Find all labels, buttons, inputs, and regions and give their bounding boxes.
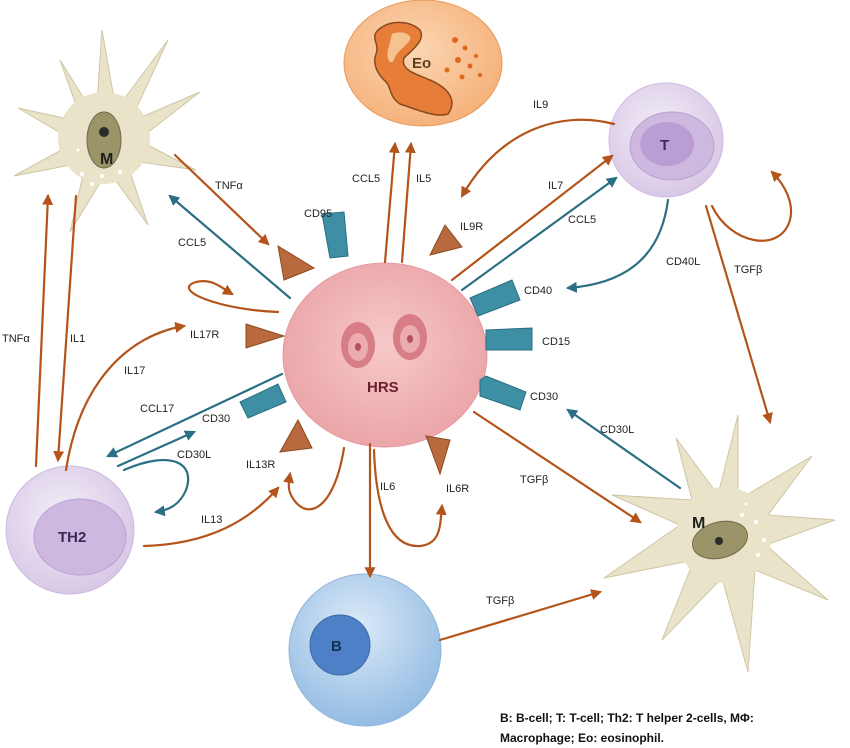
hrs-cell: HRS	[282, 262, 488, 448]
label-cd40l: CD40L	[666, 256, 700, 268]
eosinophil-label: Eo	[412, 55, 431, 72]
th2-label: TH2	[58, 529, 86, 546]
receptor-cd40: CD40	[469, 279, 552, 317]
arrow-cd30l-th2-to-hrs	[116, 430, 197, 468]
arrow-il9-t-to-hrs	[460, 118, 616, 198]
receptor-il13r: IL13R	[246, 418, 313, 471]
receptor-cd40-label: CD40	[524, 285, 552, 297]
receptor-cd15-label: CD15	[542, 336, 570, 348]
arrow-il13-autocrine	[283, 446, 346, 511]
arrow-tnfa-th2-to-m	[34, 193, 54, 468]
receptor-cd30-left: CD30	[202, 383, 287, 425]
receptor-il9r: IL9R	[429, 221, 483, 256]
eosinophil-cell: Eo	[343, 0, 503, 127]
arrow-tnfa-m-to-hrs	[173, 153, 270, 246]
receptor-il17r-label: IL17R	[190, 329, 219, 341]
b-cell: B	[288, 573, 442, 727]
arrow-il13-th2-to-hrs	[142, 486, 280, 548]
label-tgfb-b: TGFβ	[486, 595, 514, 607]
macrophage-bottom-right: M	[603, 414, 836, 673]
receptor-il6r: IL6R	[425, 435, 469, 495]
eosinophil-granules	[444, 37, 482, 80]
legend-caption-line1: B: B-cell; T: T-cell; Th2: T helper 2-ce…	[500, 711, 754, 725]
label-il9: IL9	[533, 99, 548, 111]
arrow-tgfb-t-self	[710, 170, 793, 242]
arrow-ccl5-hrs-to-t	[460, 176, 618, 292]
label-ccl5-m: CCL5	[178, 237, 206, 249]
label-il5: IL5	[416, 173, 431, 185]
th2-cell: TH2	[5, 465, 135, 595]
label-il7: IL7	[548, 180, 563, 192]
legend-caption: B: B-cell; T: T-cell; Th2: T helper 2-ce…	[500, 708, 845, 748]
arrow-il17-th2-to-hrs	[64, 322, 187, 472]
macrophage-bottom-label: M	[692, 515, 705, 532]
arrow-t-to-m-bottom	[704, 204, 773, 425]
label-cd30l-left: CD30L	[177, 449, 211, 461]
receptor-cd95-label: CD95	[304, 208, 332, 220]
hrs-release-markers	[277, 244, 316, 281]
label-il6: IL6	[380, 481, 395, 493]
label-il17: IL17	[124, 365, 145, 377]
label-il1: IL1	[70, 333, 85, 345]
macrophage-top-label: M	[100, 151, 113, 168]
label-ccl17: CCL17	[140, 403, 174, 415]
receptor-cd95: CD95	[304, 208, 349, 259]
arrow-ccl5-hrs-to-m	[168, 194, 292, 300]
label-tgfb-hrs: TGFβ	[520, 474, 548, 486]
arrow-cd40l-t-to-hrs	[565, 198, 670, 293]
arrow-tgfb-b-to-m	[438, 589, 603, 642]
arrow-labels: TNFα CCL5 CCL5 IL5 IL9 IL7 CCL5 CD40L TG…	[2, 99, 762, 607]
arrow-il1-m-to-th2	[53, 194, 78, 463]
arrow-ccl17-hrs-to-th2	[106, 372, 284, 458]
arrow-cd30l-th2-loop	[122, 459, 190, 517]
hrs-nucleus-right	[393, 314, 427, 360]
receptor-cd30-right-label: CD30	[530, 391, 558, 403]
label-tnfa-left: TNFα	[2, 333, 30, 345]
t-cell-label: T	[660, 137, 669, 154]
t-cell: T	[608, 82, 724, 198]
label-il13: IL13	[201, 514, 222, 526]
arrow-cd30l-m-to-hrs	[566, 408, 682, 490]
arrow-il7-hrs-to-t	[450, 154, 614, 282]
b-cell-label: B	[331, 638, 342, 655]
receptor-cd30-left-label: CD30	[202, 413, 230, 425]
hrs-label: HRS	[367, 379, 399, 396]
arrow-ccl5-hrs-to-eo	[383, 141, 400, 264]
arrow-tgfb-hrs-to-m	[472, 410, 642, 524]
receptor-il13r-label: IL13R	[246, 459, 275, 471]
hrs-nucleus-left	[341, 322, 375, 368]
label-cd30l-right: CD30L	[600, 424, 634, 436]
receptor-cd30-right: CD30	[479, 375, 558, 411]
receptor-il9r-label: IL9R	[460, 221, 483, 233]
arrow-hrs-il17r-loop	[187, 280, 280, 314]
label-ccl5-t: CCL5	[568, 214, 596, 226]
receptor-cd15: CD15	[485, 327, 570, 351]
arrow-il5-hrs-to-eo	[400, 141, 416, 264]
label-tgfb-t: TGFβ	[734, 264, 762, 276]
receptor-il17r: IL17R	[190, 323, 286, 349]
arrow-il6-autocrine	[372, 448, 447, 548]
macrophage-top-left: M	[13, 29, 201, 233]
receptor-il6r-label: IL6R	[446, 483, 469, 495]
label-tnfa-top: TNFα	[215, 180, 243, 192]
legend-caption-line2: Macrophage; Eo: eosinophil.	[500, 731, 665, 745]
label-ccl5-eo: CCL5	[352, 173, 380, 185]
